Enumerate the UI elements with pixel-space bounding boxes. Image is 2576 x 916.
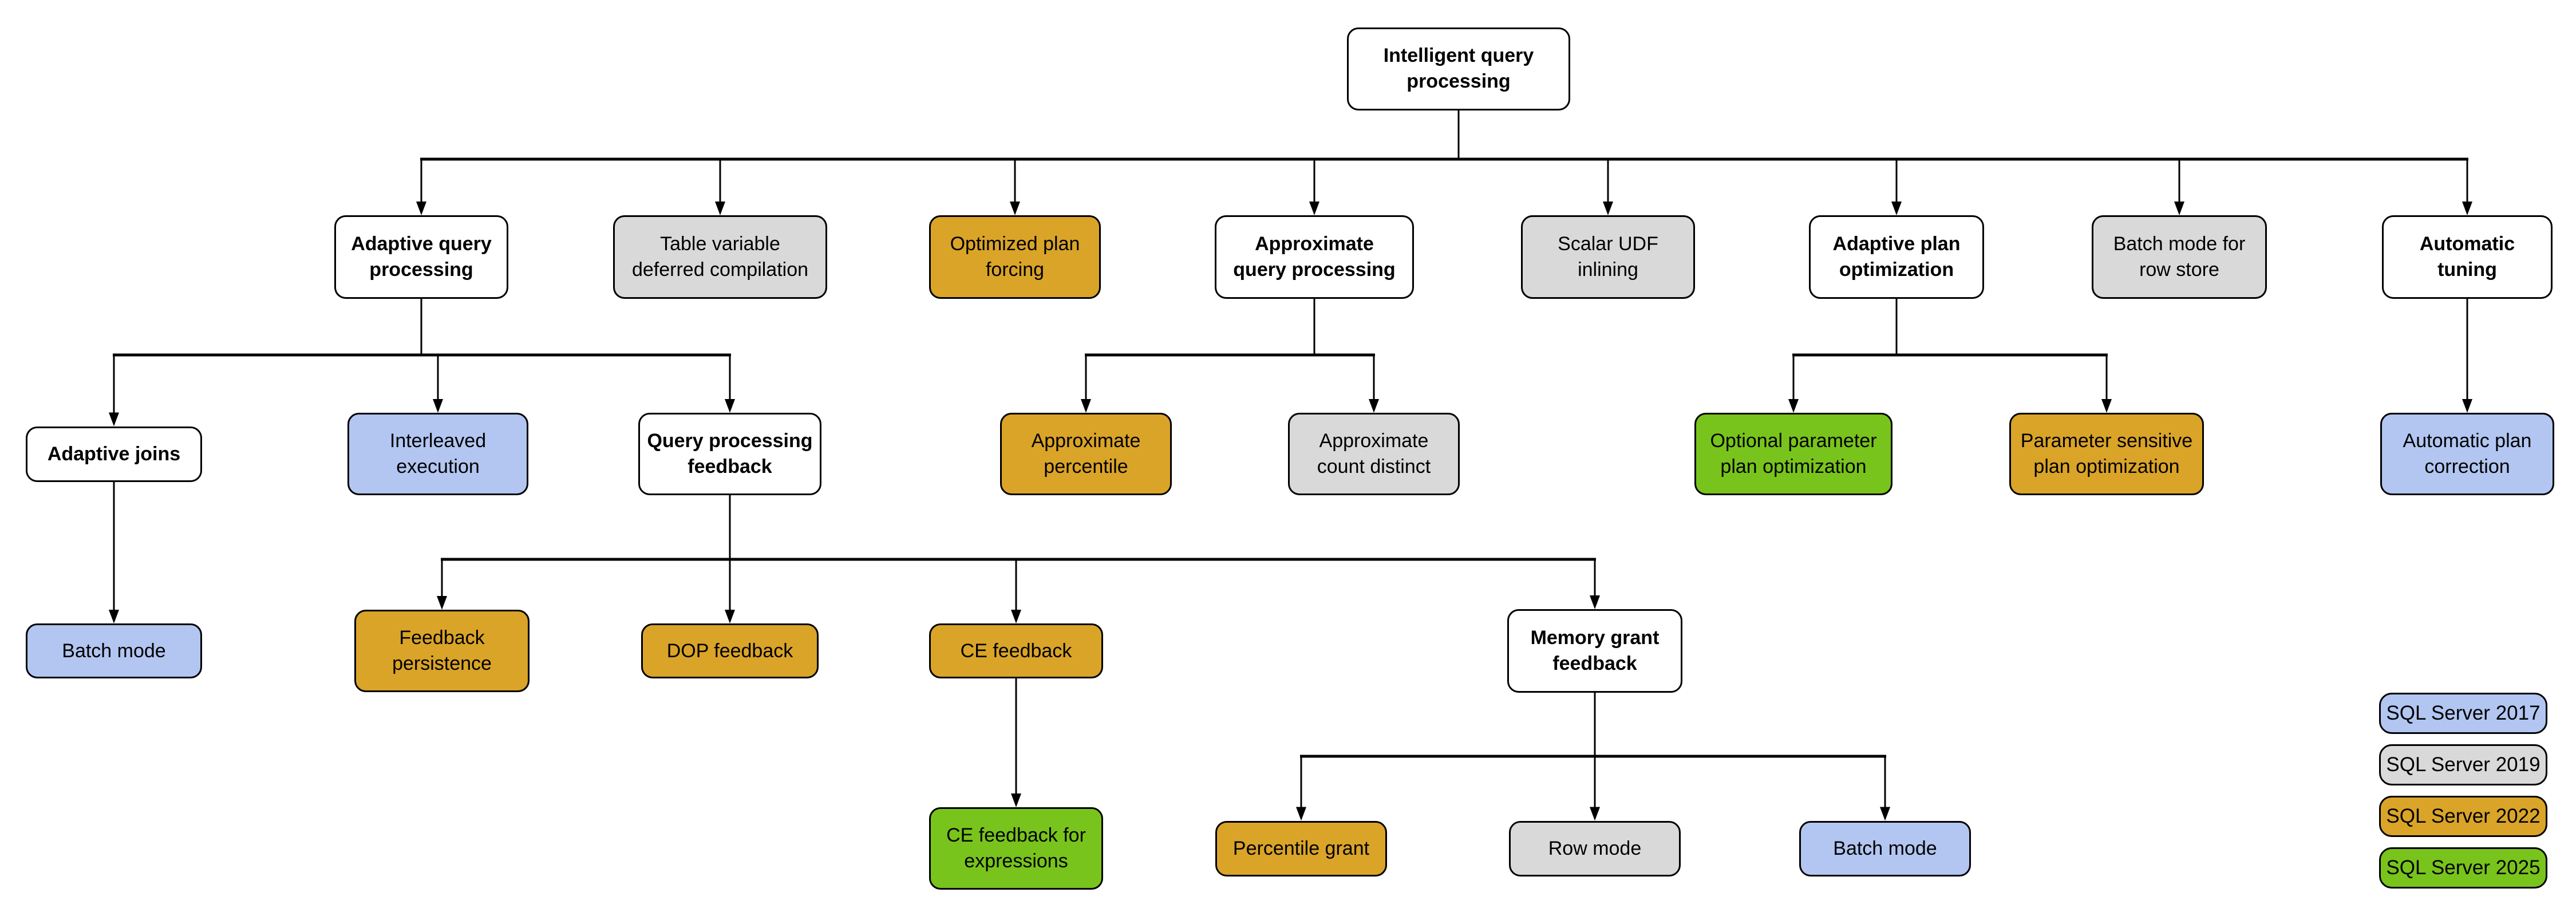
node-oppo: Optional parameter plan optimization <box>1694 413 1893 495</box>
node-apo: Adaptive plan optimization <box>1809 215 1984 299</box>
arrowhead <box>1880 807 1890 821</box>
node-bm2: Batch mode <box>1799 820 1971 876</box>
node-cef: CE feedback <box>929 623 1103 678</box>
legend-label: SQL Server 2025 <box>2386 856 2541 879</box>
arrowhead <box>416 202 426 215</box>
arrowhead <box>725 399 735 413</box>
node-fp: Feedback persistence <box>354 610 530 692</box>
node-label: Automatic tuning <box>2419 233 2515 281</box>
node-bm1: Batch mode <box>26 623 202 678</box>
arrowhead <box>1296 807 1306 821</box>
node-label: Interleaved execution <box>389 430 487 477</box>
node-label: Batch mode <box>1833 837 1937 859</box>
arrowhead <box>109 412 119 427</box>
arrowhead <box>1603 202 1613 215</box>
legend-label: SQL Server 2022 <box>2386 805 2541 827</box>
node-label: CE feedback <box>960 639 1072 662</box>
arrowhead <box>2174 202 2184 215</box>
node-mgf: Memory grant feedback <box>1507 609 1682 693</box>
arrowhead <box>725 610 735 623</box>
arrowhead <box>1010 202 1020 215</box>
arrowhead <box>109 610 119 623</box>
arrowhead <box>1788 399 1799 413</box>
node-label: Adaptive joins <box>47 443 181 465</box>
node-ie: Interleaved execution <box>347 413 528 495</box>
node-label: Adaptive query processing <box>351 233 492 281</box>
node-label: Adaptive plan optimization <box>1832 233 1961 281</box>
legend-item-sql-server-2017: SQL Server 2017 <box>2379 693 2547 734</box>
arrowhead <box>1011 793 1021 807</box>
node-root: Intelligent query processing <box>1347 27 1570 110</box>
legend-label: SQL Server 2019 <box>2386 753 2541 776</box>
node-label: Optional parameter plan optimization <box>1710 430 1877 477</box>
node-label: Percentile grant <box>1232 837 1370 859</box>
node-sudf: Scalar UDF inlining <box>1521 215 1695 299</box>
node-bmrs: Batch mode for row store <box>2092 215 2267 299</box>
node-rm: Row mode <box>1509 820 1681 876</box>
node-label: Memory grant feedback <box>1530 627 1660 674</box>
node-label: Batch mode for row store <box>2113 233 2246 281</box>
arrowhead <box>437 596 447 610</box>
legend-label: SQL Server 2017 <box>2386 702 2541 724</box>
node-label: Row mode <box>1548 837 1642 859</box>
node-qpf: Query processing feedback <box>638 413 821 495</box>
node-label: Query processing feedback <box>647 430 813 477</box>
arrowhead <box>715 202 725 215</box>
node-ap: Approximate percentile <box>1000 413 1172 495</box>
node-label: Scalar UDF inlining <box>1558 233 1658 281</box>
arrowhead <box>2462 399 2472 413</box>
node-tvdc: Table variable deferred compilation <box>613 215 827 299</box>
node-label: CE feedback for expressions <box>946 824 1086 872</box>
node-apc: Automatic plan correction <box>2380 413 2554 495</box>
node-pspo: Parameter sensitive plan optimization <box>2009 413 2204 495</box>
node-label: Table variable deferred compilation <box>631 233 809 281</box>
arrowhead <box>1590 807 1600 821</box>
node-cefe: CE feedback for expressions <box>929 807 1103 890</box>
node-dop: DOP feedback <box>641 623 819 678</box>
node-label: Automatic plan correction <box>2403 430 2532 477</box>
node-label: Optimized plan forcing <box>950 233 1080 281</box>
node-label: Intelligent query processing <box>1383 45 1534 92</box>
legend-item-sql-server-2022: SQL Server 2022 <box>2379 796 2547 837</box>
node-opf: Optimized plan forcing <box>929 215 1101 299</box>
arrowhead <box>1369 399 1379 413</box>
arrowhead <box>1309 202 1319 215</box>
arrowhead <box>1590 595 1600 609</box>
node-at: Automatic tuning <box>2382 215 2553 299</box>
node-label: Feedback persistence <box>392 627 492 674</box>
arrowhead <box>1891 202 1902 215</box>
node-label: Approximate count distinct <box>1317 430 1431 477</box>
legend-item-sql-server-2019: SQL Server 2019 <box>2379 744 2547 785</box>
arrowhead <box>1081 399 1091 413</box>
arrowhead <box>433 399 443 413</box>
node-approx-qp: Approximate query processing <box>1215 215 1414 299</box>
node-label: Approximate percentile <box>1031 430 1141 477</box>
node-label: Approximate query processing <box>1233 233 1396 281</box>
node-aj: Adaptive joins <box>26 426 202 482</box>
node-pg: Percentile grant <box>1215 820 1387 876</box>
arrowhead <box>2101 399 2112 413</box>
node-aqp: Adaptive query processing <box>334 215 508 299</box>
legend-item-sql-server-2025: SQL Server 2025 <box>2379 847 2547 889</box>
node-label: Batch mode <box>62 639 166 662</box>
arrowhead <box>2462 202 2472 215</box>
node-acd: Approximate count distinct <box>1288 413 1460 495</box>
node-label: Parameter sensitive plan optimization <box>2020 430 2193 477</box>
arrowhead <box>1011 610 1021 623</box>
node-label: DOP feedback <box>666 639 793 662</box>
